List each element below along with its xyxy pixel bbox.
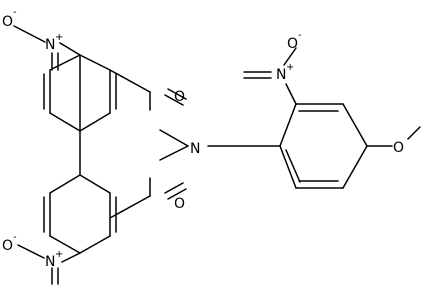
bond-methoxy-methyl (407, 126, 421, 140)
atom-label-layer: O - N + O - N + O O N N + O - O (2, 7, 404, 270)
atom-n-imide: N (190, 141, 200, 157)
charge-n-bottom-left: + (55, 249, 63, 260)
charge-o-top-left: - (13, 7, 17, 18)
bond-imide-n-2 (159, 145, 189, 161)
atom-n-top-right: N (276, 67, 286, 83)
bond-carbonyl-top-2 (164, 94, 184, 106)
bond-carbonyl-bottom (167, 188, 187, 200)
atom-o-top-left: O (2, 14, 13, 30)
bond-layer (13, 25, 421, 285)
atom-o-methoxy: O (393, 140, 404, 156)
bond-aryl-3 (342, 103, 368, 147)
bond-ring-a7 (49, 54, 81, 71)
bond-ring-a1 (79, 54, 111, 71)
bond-nitro3-ring (285, 83, 297, 105)
bond-nitro1-ring (59, 42, 81, 56)
bond-imide-1 (109, 69, 151, 93)
bond-imide-n-1 (159, 129, 189, 147)
atom-n-bottom-left: N (45, 254, 55, 270)
charge-o-top-right: - (298, 30, 302, 41)
bond-ring-a3 (79, 112, 111, 132)
bond-aryl-6-inner (285, 149, 301, 183)
charge-o-bottom-left: - (13, 232, 17, 243)
bond-ring-b4 (79, 235, 111, 254)
bond-nitro1-o-minus (13, 25, 46, 43)
bond-ring-b7 (49, 174, 81, 194)
bond-carbonyl-bottom-2 (164, 182, 184, 194)
atom-o-imide-bottom: O (174, 196, 185, 212)
atom-o-top-right: O (287, 36, 298, 52)
bond-ring-a5 (49, 112, 81, 132)
charge-n-top-left: + (55, 32, 63, 43)
atom-o-imide-top: O (174, 89, 185, 105)
bond-ring-b5 (49, 235, 81, 254)
bond-nitro2-o-minus (17, 244, 45, 259)
bond-ring-b2 (79, 174, 111, 194)
charge-n-top-right: + (286, 62, 294, 73)
bond-aryl-1 (279, 103, 297, 147)
bond-nitro3-o-minus (283, 47, 297, 66)
bond-nitro2-ring (61, 252, 81, 263)
bond-aryl-6 (279, 145, 297, 189)
bond-imide-4 (109, 195, 151, 219)
bond-carbonyl-top (167, 88, 187, 100)
atom-o-bottom-left: O (2, 238, 13, 254)
atom-n-top-left: N (45, 37, 55, 53)
bond-aryl-4 (342, 145, 368, 189)
